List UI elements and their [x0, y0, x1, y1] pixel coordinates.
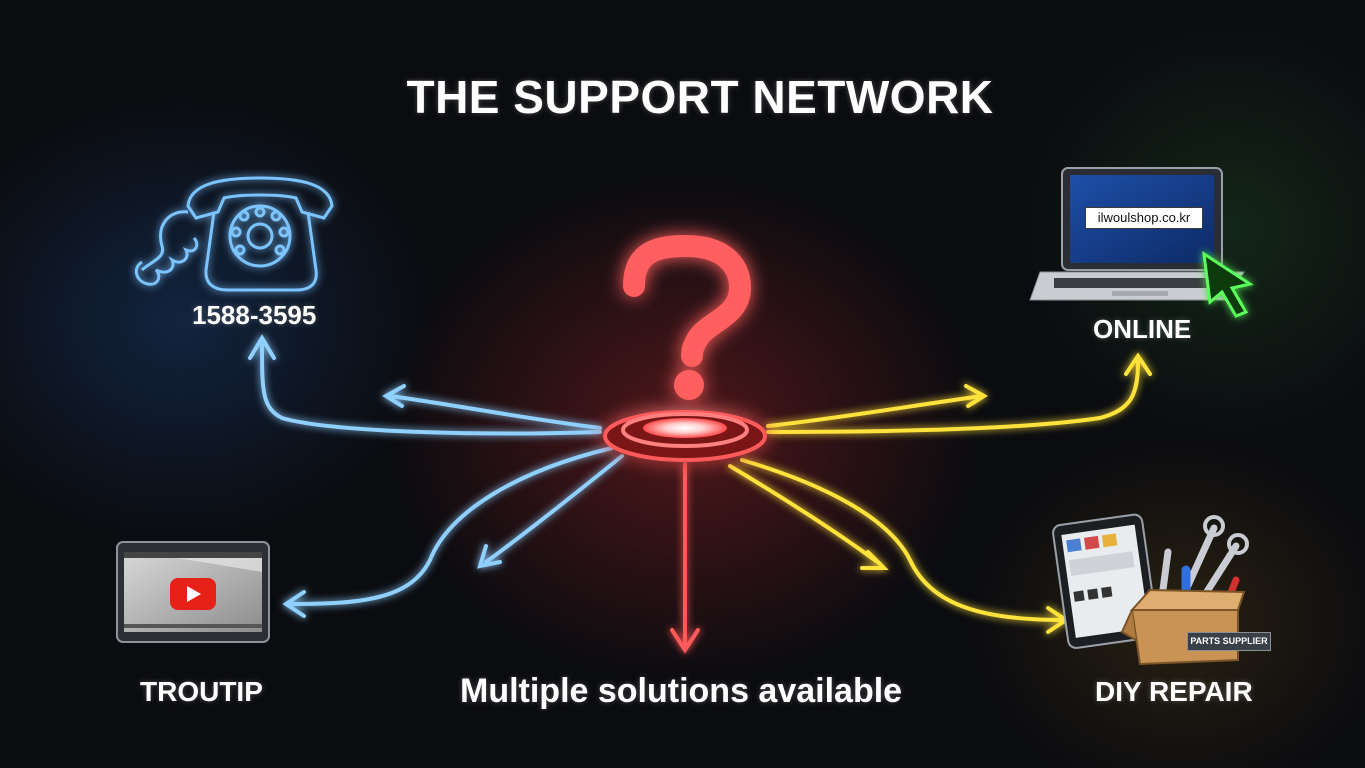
hub-core	[643, 418, 727, 438]
yellow-arrows	[728, 352, 1152, 634]
arrow-lower-right	[728, 464, 882, 566]
center-hub	[603, 410, 767, 462]
arrow-upper-left	[388, 394, 602, 430]
blue-arrows	[248, 334, 624, 618]
arrow-to-video-head	[282, 590, 306, 618]
arrow-to-phone-head	[248, 334, 276, 360]
arrow-upper-right	[766, 394, 984, 428]
arrow-to-online-head	[1124, 352, 1152, 376]
phone-number-label: 1588-3595	[192, 300, 317, 330]
arrow-lower-left-head	[477, 544, 502, 569]
arrow-lower-right-head	[860, 550, 889, 570]
arrow-to-diy	[740, 458, 1064, 622]
tagline: Multiple solutions available	[460, 672, 903, 710]
question-mark-icon	[623, 234, 752, 400]
parts-supplier-badge: PARTS SUPPLIER	[1187, 632, 1271, 651]
page-title: THE SUPPORT NETWORK	[406, 71, 994, 123]
tools-box-icon	[1052, 513, 1249, 666]
arrow-to-online	[766, 360, 1140, 434]
arrow-to-phone	[260, 343, 602, 436]
arrow-lower-left	[484, 454, 624, 564]
diy-repair-label: DIY REPAIR	[1095, 676, 1253, 707]
rotary-phone-icon	[134, 176, 334, 292]
arrow-upper-left-head	[382, 384, 406, 408]
online-label: ONLINE	[1093, 314, 1192, 344]
hub-ring	[621, 412, 749, 448]
video-tablet-icon	[116, 541, 270, 643]
arrow-down-head	[670, 628, 700, 654]
red-arrow	[670, 462, 700, 654]
troutip-label: TROUTIP	[140, 676, 263, 707]
cursor-icon	[1202, 250, 1254, 318]
url-box: ilwoulshop.co.kr	[1085, 207, 1203, 229]
arrow-to-video	[288, 446, 614, 606]
arrow-upper-right-head	[964, 384, 988, 408]
parts-box	[1120, 588, 1246, 666]
